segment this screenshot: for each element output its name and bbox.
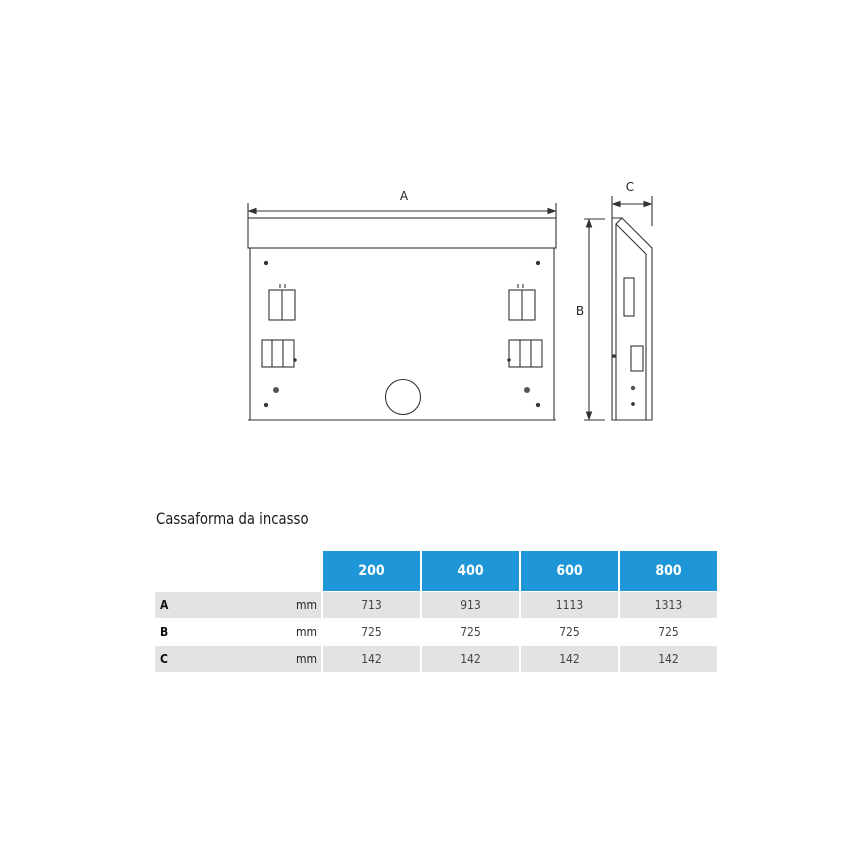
dim-b-label: B (576, 304, 584, 318)
table-cell: 142 (420, 645, 519, 672)
front-view (247, 217, 557, 421)
column-header-600: 600 (519, 551, 618, 591)
table-cell: 725 (420, 618, 519, 645)
dim-c-label: C (626, 180, 634, 194)
row-unit: mm (281, 591, 321, 618)
row-label: A (155, 591, 281, 618)
table-row-a: A mm 713 913 1113 1313 (155, 591, 717, 618)
table-cell: 725 (519, 618, 618, 645)
table-cell: 1313 (618, 591, 717, 618)
column-header-400: 400 (420, 551, 519, 591)
dimension-b (584, 218, 605, 421)
table-row-c: C mm 142 142 142 142 (155, 645, 717, 672)
left-lower-slots (261, 339, 297, 368)
dimensions-table: 200 400 600 800 A mm 713 913 1113 1313 B… (155, 551, 717, 672)
table-cell: 713 (321, 591, 420, 618)
row-label: B (155, 618, 281, 645)
left-upper-slots (268, 284, 296, 321)
table-cell: 1113 (519, 591, 618, 618)
row-label: C (155, 645, 281, 672)
table-row-b: B mm 725 725 725 725 (155, 618, 717, 645)
dim-a-label: A (400, 189, 409, 203)
technical-drawing: A (247, 180, 653, 421)
column-header-200: 200 (321, 551, 420, 591)
row-unit: mm (281, 618, 321, 645)
side-view (611, 217, 653, 421)
table-header-row: 200 400 600 800 (155, 551, 717, 591)
table-cell: 142 (321, 645, 420, 672)
table-cell: 142 (618, 645, 717, 672)
page-title: Cassaforma da incasso (156, 509, 309, 528)
table-cell: 725 (321, 618, 420, 645)
column-header-800: 800 (618, 551, 717, 591)
table-cell: 725 (618, 618, 717, 645)
right-upper-slots (508, 284, 536, 321)
header-blank-cell (155, 551, 321, 591)
right-lower-slots (507, 339, 543, 368)
dimension-a (247, 203, 557, 218)
table-cell: 913 (420, 591, 519, 618)
row-unit: mm (281, 645, 321, 672)
table-cell: 142 (519, 645, 618, 672)
dimension-c (611, 196, 653, 226)
